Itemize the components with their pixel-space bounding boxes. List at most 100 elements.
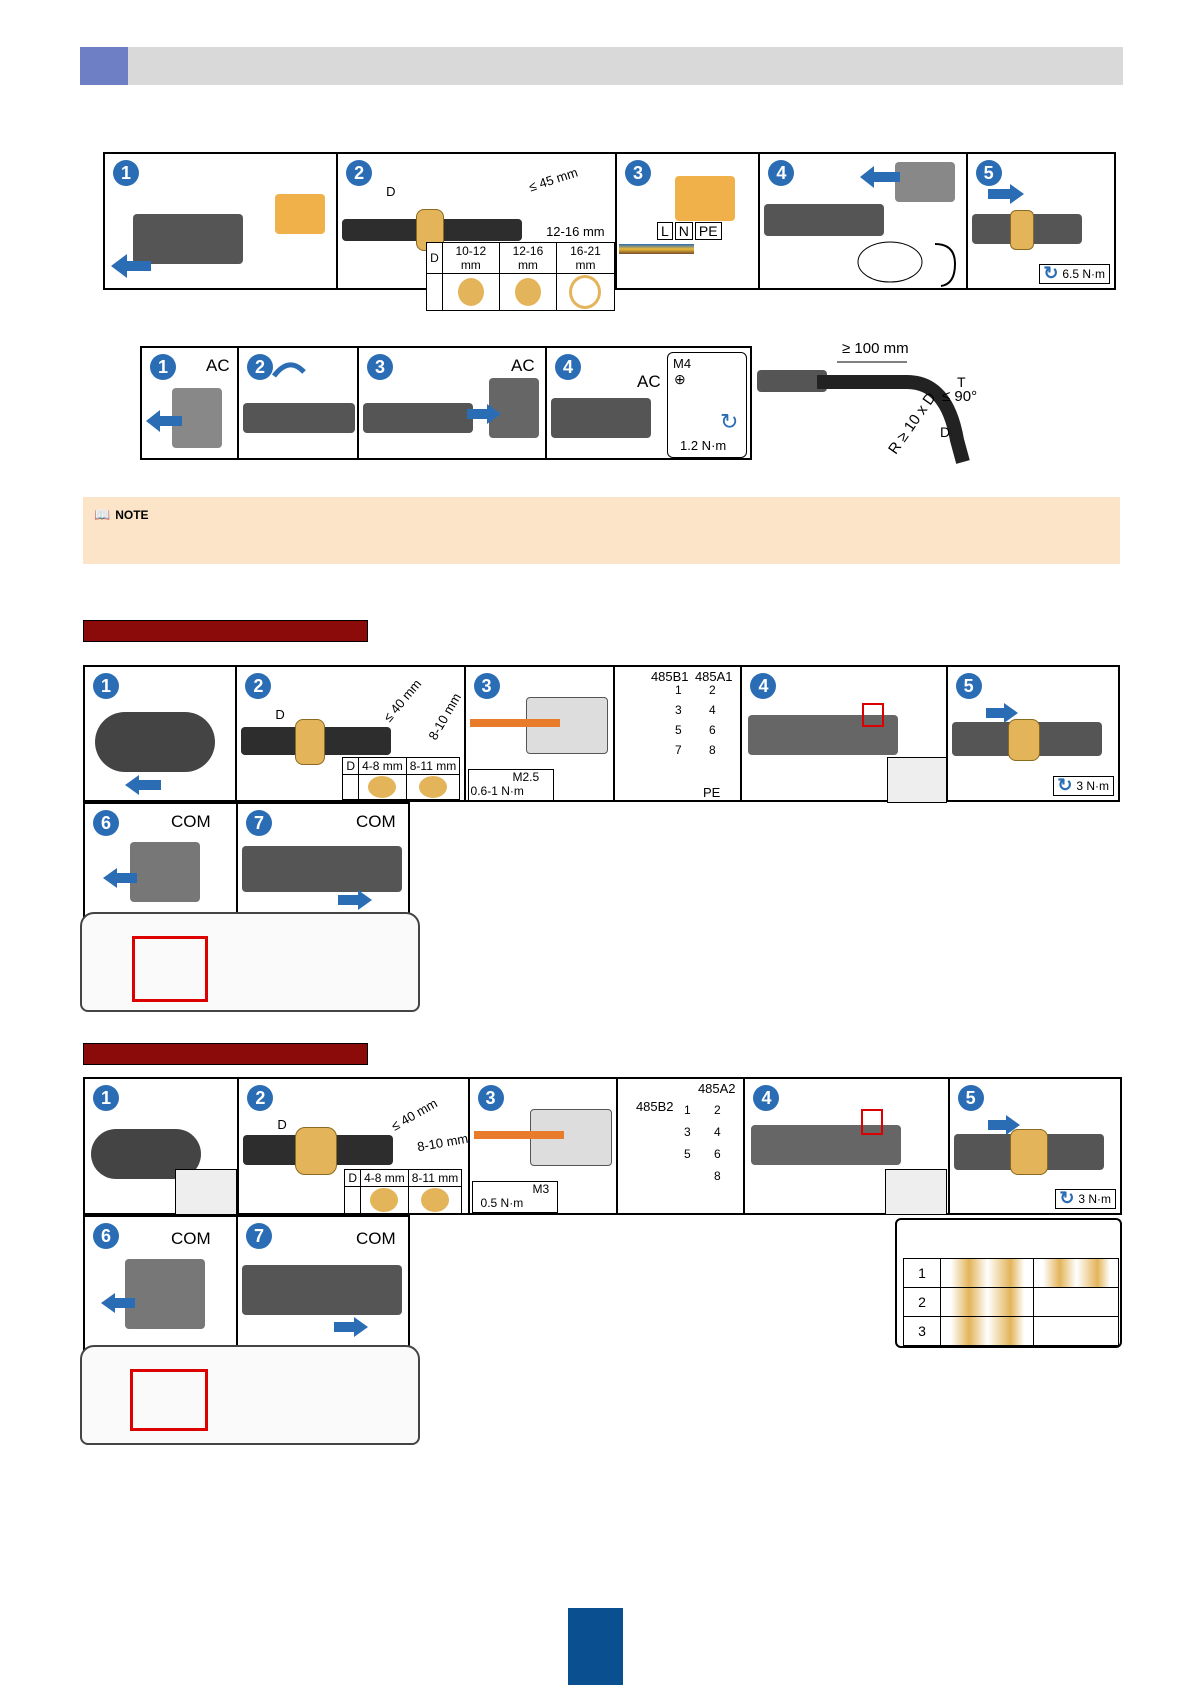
com2-step-3: 3 M3 0.5 N·m — [470, 1079, 618, 1213]
screw-label: M3 — [532, 1182, 550, 1196]
screw-label: M4 — [673, 356, 692, 371]
bend-t-label: T — [957, 374, 966, 390]
ring-cell — [498, 273, 558, 311]
pin-grid: 1 2 3 4 5 6 8 — [684, 1103, 734, 1183]
inverter-image — [80, 912, 420, 1012]
step-badge: 4 — [753, 1085, 780, 1111]
arrow-right-icon — [338, 890, 372, 910]
cable-bend-icon — [817, 361, 970, 464]
step-badge: 3 — [473, 673, 500, 699]
table-col: 8-11 mm — [405, 757, 461, 775]
note-header: 📖 NOTE — [94, 507, 149, 523]
arrow-right-icon — [985, 703, 1018, 723]
connector-body-image — [243, 403, 355, 433]
step-badge: 2 — [245, 673, 272, 699]
step-badge: 1 — [93, 1085, 119, 1111]
com1-step-4: 4 — [742, 667, 948, 803]
step-badge: 6 — [93, 810, 119, 836]
seal-ring-image — [295, 719, 326, 765]
pin: 8 — [713, 1169, 721, 1183]
rotate-icon: ↻ — [720, 409, 739, 434]
pin-grid: 1 2 3 4 5 6 7 8 — [675, 683, 729, 757]
ac-label: AC — [637, 372, 661, 391]
ring-cell — [556, 273, 615, 311]
arrow-right-icon — [334, 1317, 368, 1337]
rotate-arrow-icon — [272, 362, 306, 378]
ac-install-step-4: 4 AC M4 ⊕ 1.2 N·m ↻ — [547, 348, 750, 458]
pin: 6 — [713, 1147, 721, 1161]
ring-icon — [370, 1188, 399, 1212]
ring-icon — [420, 1188, 449, 1212]
section-title-bar — [83, 620, 368, 642]
com1-step-2: 2 D ≤ 40 mm 8-10 mm D 4-8 mm 8-11 mm — [237, 667, 466, 800]
pin-spacer — [684, 1169, 704, 1183]
terminal-label: N — [674, 222, 693, 240]
option-image-cell — [1033, 1258, 1119, 1288]
com1-step-1: 1 — [85, 667, 238, 800]
table-head: D — [342, 757, 360, 775]
option-image-cell — [940, 1287, 1034, 1317]
com2-step-7: 7 COM — [238, 1217, 408, 1351]
ear-click-icon — [857, 241, 957, 287]
ac-install-panel: 1 AC 2 3 AC 4 AC M4 ⊕ 1.2 N·m ↻ — [140, 346, 752, 460]
screw-tool-box: M2.5 0.6-1 N·m — [467, 769, 554, 801]
ring-icon — [569, 275, 602, 309]
screw-info-box: M4 ⊕ 1.2 N·m ↻ — [667, 352, 747, 458]
arrow-left-icon — [101, 1293, 135, 1313]
step-badge: 4 — [555, 354, 581, 380]
ac-install-step-2: 2 — [239, 348, 359, 458]
terminal-block-image — [674, 176, 735, 221]
com1-steps-panel: 1 2 D ≤ 40 mm 8-10 mm D 4-8 mm 8-11 mm 3 — [83, 665, 1120, 803]
pin: 4 — [713, 1125, 721, 1139]
arrow-left-icon — [146, 410, 182, 432]
ring-icon — [418, 776, 447, 798]
step-badge: 5 — [975, 160, 1002, 186]
com2-step-6: 6 COM — [85, 1217, 238, 1351]
arrow-right-icon — [987, 184, 1024, 204]
com2-pinout: 485B2 485A2 1 2 3 4 5 6 8 — [618, 1079, 746, 1213]
terminal-label: L — [656, 222, 673, 240]
step-badge: 4 — [750, 673, 777, 699]
pin: 1 — [683, 1103, 691, 1117]
com2-step-2: 2 D ≤ 40 mm 8-10 mm D 4-8 mm 8-11 mm — [239, 1079, 470, 1214]
table-col: 12-16 mm — [498, 242, 558, 274]
pin: 3 — [683, 1125, 691, 1139]
connector-image — [757, 370, 827, 392]
pin-label: 485A1 — [694, 669, 733, 684]
option-empty-cell — [1033, 1287, 1119, 1317]
table-col: 8-11 mm — [407, 1169, 463, 1187]
dimension-d-label: D — [386, 184, 396, 199]
wires-image — [469, 719, 560, 727]
screw-torque-label: 0.5 N·m — [480, 1196, 524, 1210]
connector-mounted-image — [242, 846, 402, 892]
step-badge: 2 — [346, 160, 373, 186]
pin: 1 — [674, 683, 682, 697]
connector-parts-image — [748, 715, 899, 755]
ring-icon — [368, 776, 397, 798]
com1-step-5: 5 3 N·m — [948, 667, 1118, 800]
phillips-icon: ⊕ — [674, 371, 686, 387]
ac-label: AC — [206, 356, 230, 375]
step-badge: 2 — [247, 354, 273, 380]
row-number: 3 — [903, 1316, 941, 1346]
ac-install-step-3: 3 AC — [359, 348, 547, 458]
com1-pinout: 485B1 485A1 1 2 3 4 5 6 7 8 PE — [615, 667, 743, 800]
dimension-d-label: D — [277, 1117, 287, 1132]
ac-step-2: 2 D ≤ 45 mm 12-16 mm D 10-12 mm 12-16 mm… — [338, 154, 617, 311]
port-highlight — [132, 936, 208, 1002]
connector-options-inset: 1 2 3 — [895, 1218, 1122, 1348]
connector-image — [95, 712, 215, 772]
seal-ring-image — [1007, 719, 1040, 761]
header-accent-block — [80, 47, 128, 85]
table-col: 4-8 mm — [358, 757, 407, 775]
wires-image — [618, 244, 694, 254]
ring-cell — [358, 774, 407, 800]
ac-step-4: 4 — [760, 154, 968, 288]
torque-label: 3 N·m — [1055, 1188, 1116, 1209]
com2-steps-row2: 6 COM 7 COM — [83, 1215, 410, 1353]
com-label: COM — [356, 1229, 396, 1248]
ac-label: AC — [511, 356, 535, 375]
ring-cell — [407, 1186, 463, 1214]
terminal-block-image — [895, 162, 956, 202]
step-badge: 6 — [93, 1223, 119, 1249]
